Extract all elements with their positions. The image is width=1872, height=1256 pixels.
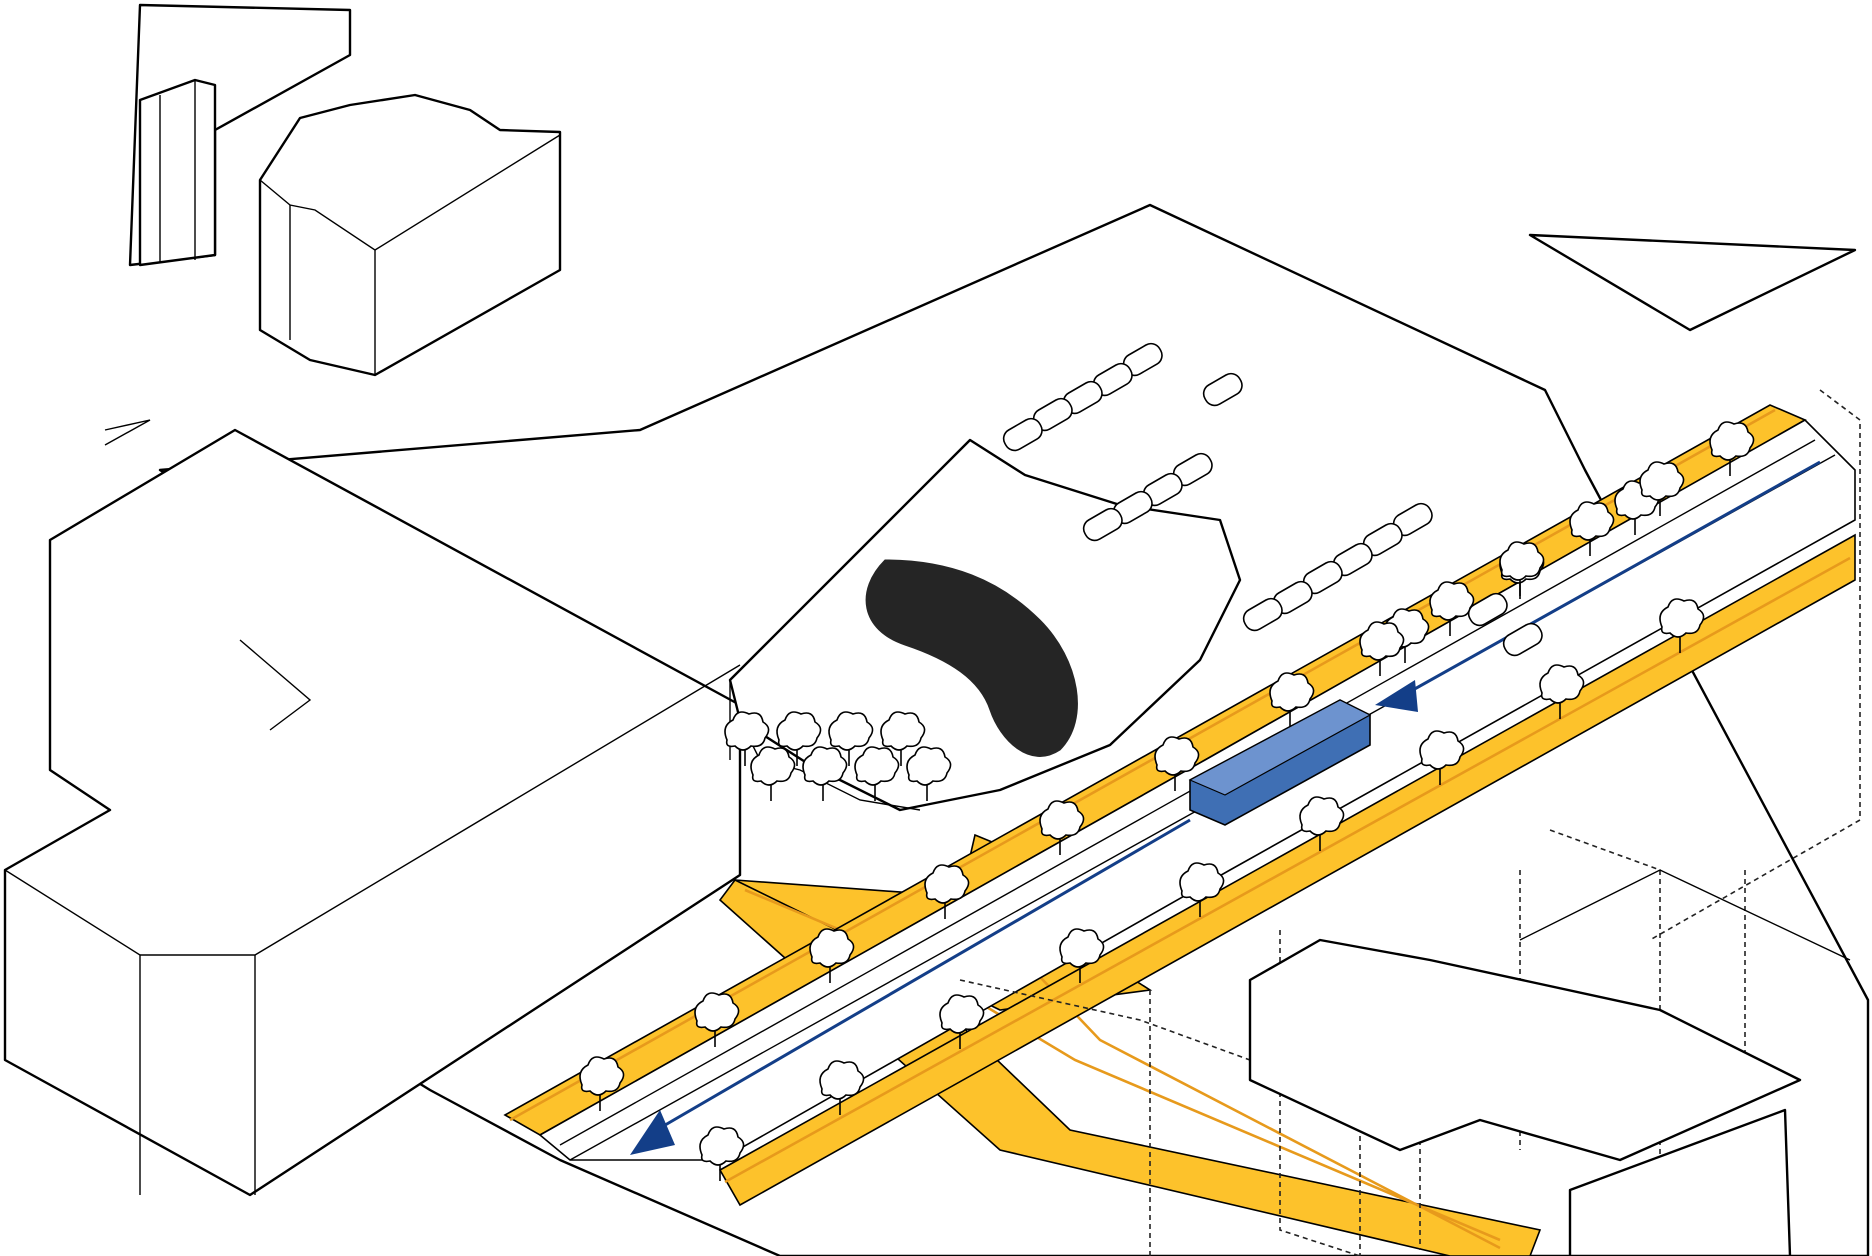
transit-line-west bbox=[659, 818, 1191, 1130]
parked-car bbox=[1502, 622, 1543, 657]
tree-crown bbox=[1429, 581, 1475, 621]
street-tree bbox=[828, 711, 874, 766]
tree-crown bbox=[939, 994, 985, 1034]
tree-crown bbox=[924, 864, 970, 904]
street-tree bbox=[819, 1060, 865, 1115]
parked-car bbox=[1202, 372, 1243, 407]
street-tree bbox=[939, 994, 985, 1049]
street-tree bbox=[1539, 664, 1585, 719]
tree-crown bbox=[1569, 501, 1615, 541]
street-tree bbox=[1639, 461, 1685, 516]
tree-crown bbox=[1154, 736, 1200, 776]
street-tree bbox=[1709, 421, 1755, 476]
street-trees bbox=[579, 421, 1755, 1181]
tree-crown bbox=[579, 1056, 625, 1096]
street-tree bbox=[699, 1126, 745, 1181]
canopy-mesh-opening bbox=[865, 559, 1078, 757]
street-tree bbox=[1429, 581, 1475, 636]
street-tree bbox=[1569, 501, 1615, 556]
street-tree bbox=[880, 711, 926, 766]
street-tree bbox=[1419, 730, 1465, 785]
context-building-tower bbox=[128, 3, 352, 267]
tree-crown bbox=[1059, 928, 1105, 968]
tree-crown bbox=[1499, 541, 1545, 581]
street-tree bbox=[854, 746, 900, 801]
parked-car bbox=[1467, 592, 1508, 627]
tree-crown bbox=[1709, 421, 1755, 461]
transit-arrow-east bbox=[1375, 680, 1418, 712]
tree-crown bbox=[1039, 800, 1085, 840]
street-tree bbox=[1659, 598, 1705, 653]
tree-crown bbox=[1299, 796, 1345, 836]
tree-crown bbox=[1179, 862, 1225, 902]
tree-crown bbox=[1639, 461, 1685, 501]
context-building-block bbox=[258, 93, 562, 377]
tree-crown bbox=[819, 1060, 865, 1100]
street-tree bbox=[1179, 862, 1225, 917]
parking-lot bbox=[1002, 342, 1543, 657]
tree-crown bbox=[880, 711, 926, 751]
tree-crown bbox=[694, 992, 740, 1032]
street-tree bbox=[1154, 736, 1200, 791]
parked-car bbox=[1082, 507, 1123, 542]
street-tree bbox=[1499, 541, 1545, 596]
street-tree bbox=[1059, 928, 1105, 983]
street-tree bbox=[1039, 800, 1085, 855]
tree-crown bbox=[1659, 598, 1705, 638]
street-tree bbox=[809, 928, 855, 983]
tree-crown bbox=[1269, 672, 1315, 712]
street-tree bbox=[1299, 796, 1345, 851]
street-tree bbox=[776, 711, 822, 766]
street-tree bbox=[1269, 672, 1315, 727]
tree-crown bbox=[776, 711, 822, 751]
context-building-large-left bbox=[3, 419, 742, 1197]
tree-crown bbox=[1359, 621, 1405, 661]
transit-arrow-west bbox=[630, 1110, 675, 1155]
tree-crown bbox=[828, 711, 874, 751]
parked-car bbox=[1242, 597, 1283, 632]
parked-car bbox=[1002, 417, 1043, 452]
tree-crown bbox=[906, 746, 952, 786]
street-tree bbox=[579, 1056, 625, 1111]
tree-crown bbox=[802, 746, 848, 786]
tree-crown bbox=[750, 746, 796, 786]
tree-crown bbox=[809, 928, 855, 968]
transit-line-east bbox=[1394, 460, 1821, 702]
street-tree bbox=[802, 746, 848, 801]
tree-crown bbox=[854, 746, 900, 786]
street-tree bbox=[924, 864, 970, 919]
street-tree bbox=[906, 746, 952, 801]
street-tree bbox=[694, 992, 740, 1047]
context-site-triangle bbox=[1528, 233, 1857, 332]
street-tree bbox=[1359, 621, 1405, 676]
tree-crown bbox=[699, 1126, 745, 1166]
context-buildings-lower-right bbox=[1248, 869, 1851, 1256]
tree-crown bbox=[724, 711, 770, 751]
street-tree bbox=[724, 711, 770, 766]
transit-route bbox=[630, 460, 1821, 1155]
street-tree bbox=[750, 746, 796, 801]
tree-crown bbox=[1539, 664, 1585, 704]
tree-crown bbox=[1419, 730, 1465, 770]
